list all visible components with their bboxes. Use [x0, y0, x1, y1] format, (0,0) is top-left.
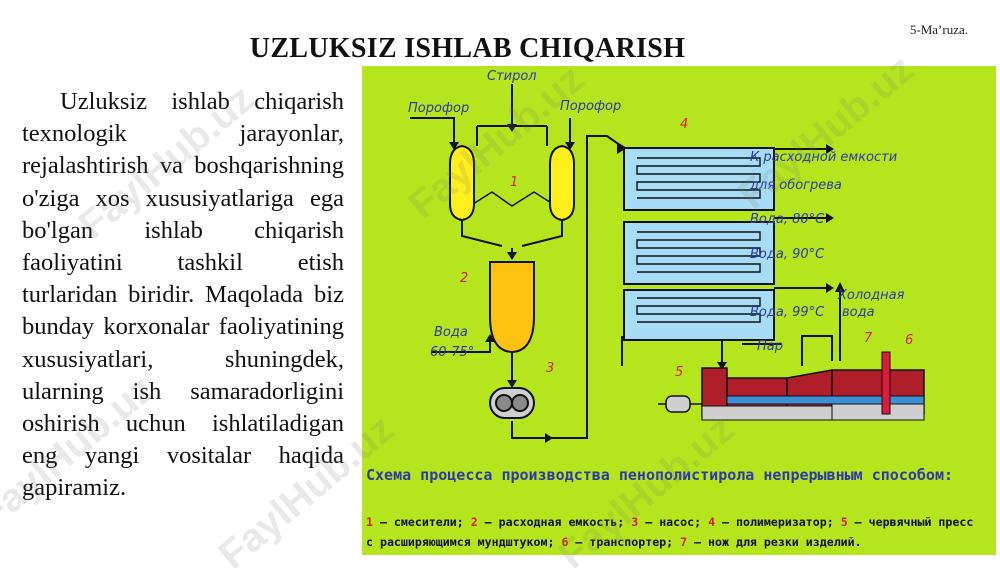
legend-t6: с расширяющимся мундштуком;	[366, 535, 562, 549]
label-cold-water-2: вода	[842, 305, 875, 320]
num-polymerizer: 4	[680, 117, 688, 132]
label-for-heating: для обогрева	[749, 178, 842, 193]
legend-t7: — транспортер;	[568, 535, 681, 549]
legend-t3: — насос;	[638, 515, 709, 529]
label-water-90: Вода, 90°С	[750, 247, 825, 262]
legend-n5: 5	[840, 515, 848, 529]
feed-tank	[489, 261, 535, 354]
label-water-in: Вода	[434, 325, 468, 340]
label-styrene: Стирол	[487, 69, 537, 84]
label-steam: Пар	[757, 339, 783, 354]
num-pump: 3	[546, 361, 554, 376]
label-cold-water-1: Холодная	[837, 288, 905, 303]
diagram-legend: 1 — смесители; 2 — расходная емкость; 3 …	[366, 512, 992, 552]
cutter-knife	[881, 351, 891, 415]
label-to-tank: К расходной емкости	[750, 150, 897, 165]
legend-t4: — полимеризатор;	[715, 515, 841, 529]
num-press: 5	[675, 365, 683, 380]
legend-n6: 6	[561, 535, 569, 549]
num-knife: 7	[864, 331, 873, 346]
num-conveyor: 6	[905, 333, 913, 348]
process-diagram: Стирол Порофор Порофор К расходной емкос…	[362, 66, 996, 555]
label-water-99: Вода, 99°С	[750, 305, 825, 320]
slide-number: 5-Ma’ruza.	[909, 22, 968, 37]
label-blowing-agent-left: Порофор	[408, 101, 469, 116]
legend-t1: — смесители;	[372, 515, 471, 529]
legend-n1: 1	[366, 515, 373, 529]
label-water-temp: 60-75°	[430, 345, 474, 360]
num-tank: 2	[460, 271, 468, 286]
process-scheme-svg: Стирол Порофор Порофор К расходной емкос…	[408, 69, 925, 443]
label-blowing-agent-right: Порофор	[560, 99, 621, 114]
legend-n4: 4	[708, 515, 716, 529]
legend-n3: 3	[631, 515, 639, 529]
legend-n7: 7	[680, 535, 688, 549]
legend-t8: — нож для резки изделий.	[687, 535, 862, 549]
diagram-caption: Схема процесса производства пенополистир…	[366, 466, 953, 484]
legend-t2: — расходная емкость;	[477, 515, 632, 529]
motor	[658, 395, 702, 413]
body-paragraph: Uzluksiz ishlab chiqarish texnologik jar…	[22, 88, 344, 502]
legend-n2: 2	[470, 515, 478, 529]
pump-unit	[489, 387, 535, 419]
blowing-agent-left-pipe	[410, 117, 455, 148]
page-title: UZLUKSIZ ISHLAB CHIQARISH	[249, 33, 686, 64]
num-mixers: 1	[510, 175, 518, 190]
legend-t5: — червячный пресс	[847, 515, 974, 529]
mixer-left	[449, 144, 475, 222]
mixer-right	[549, 144, 575, 222]
label-water-80: Вода, 80°С	[750, 212, 825, 227]
conveyor	[701, 395, 925, 421]
